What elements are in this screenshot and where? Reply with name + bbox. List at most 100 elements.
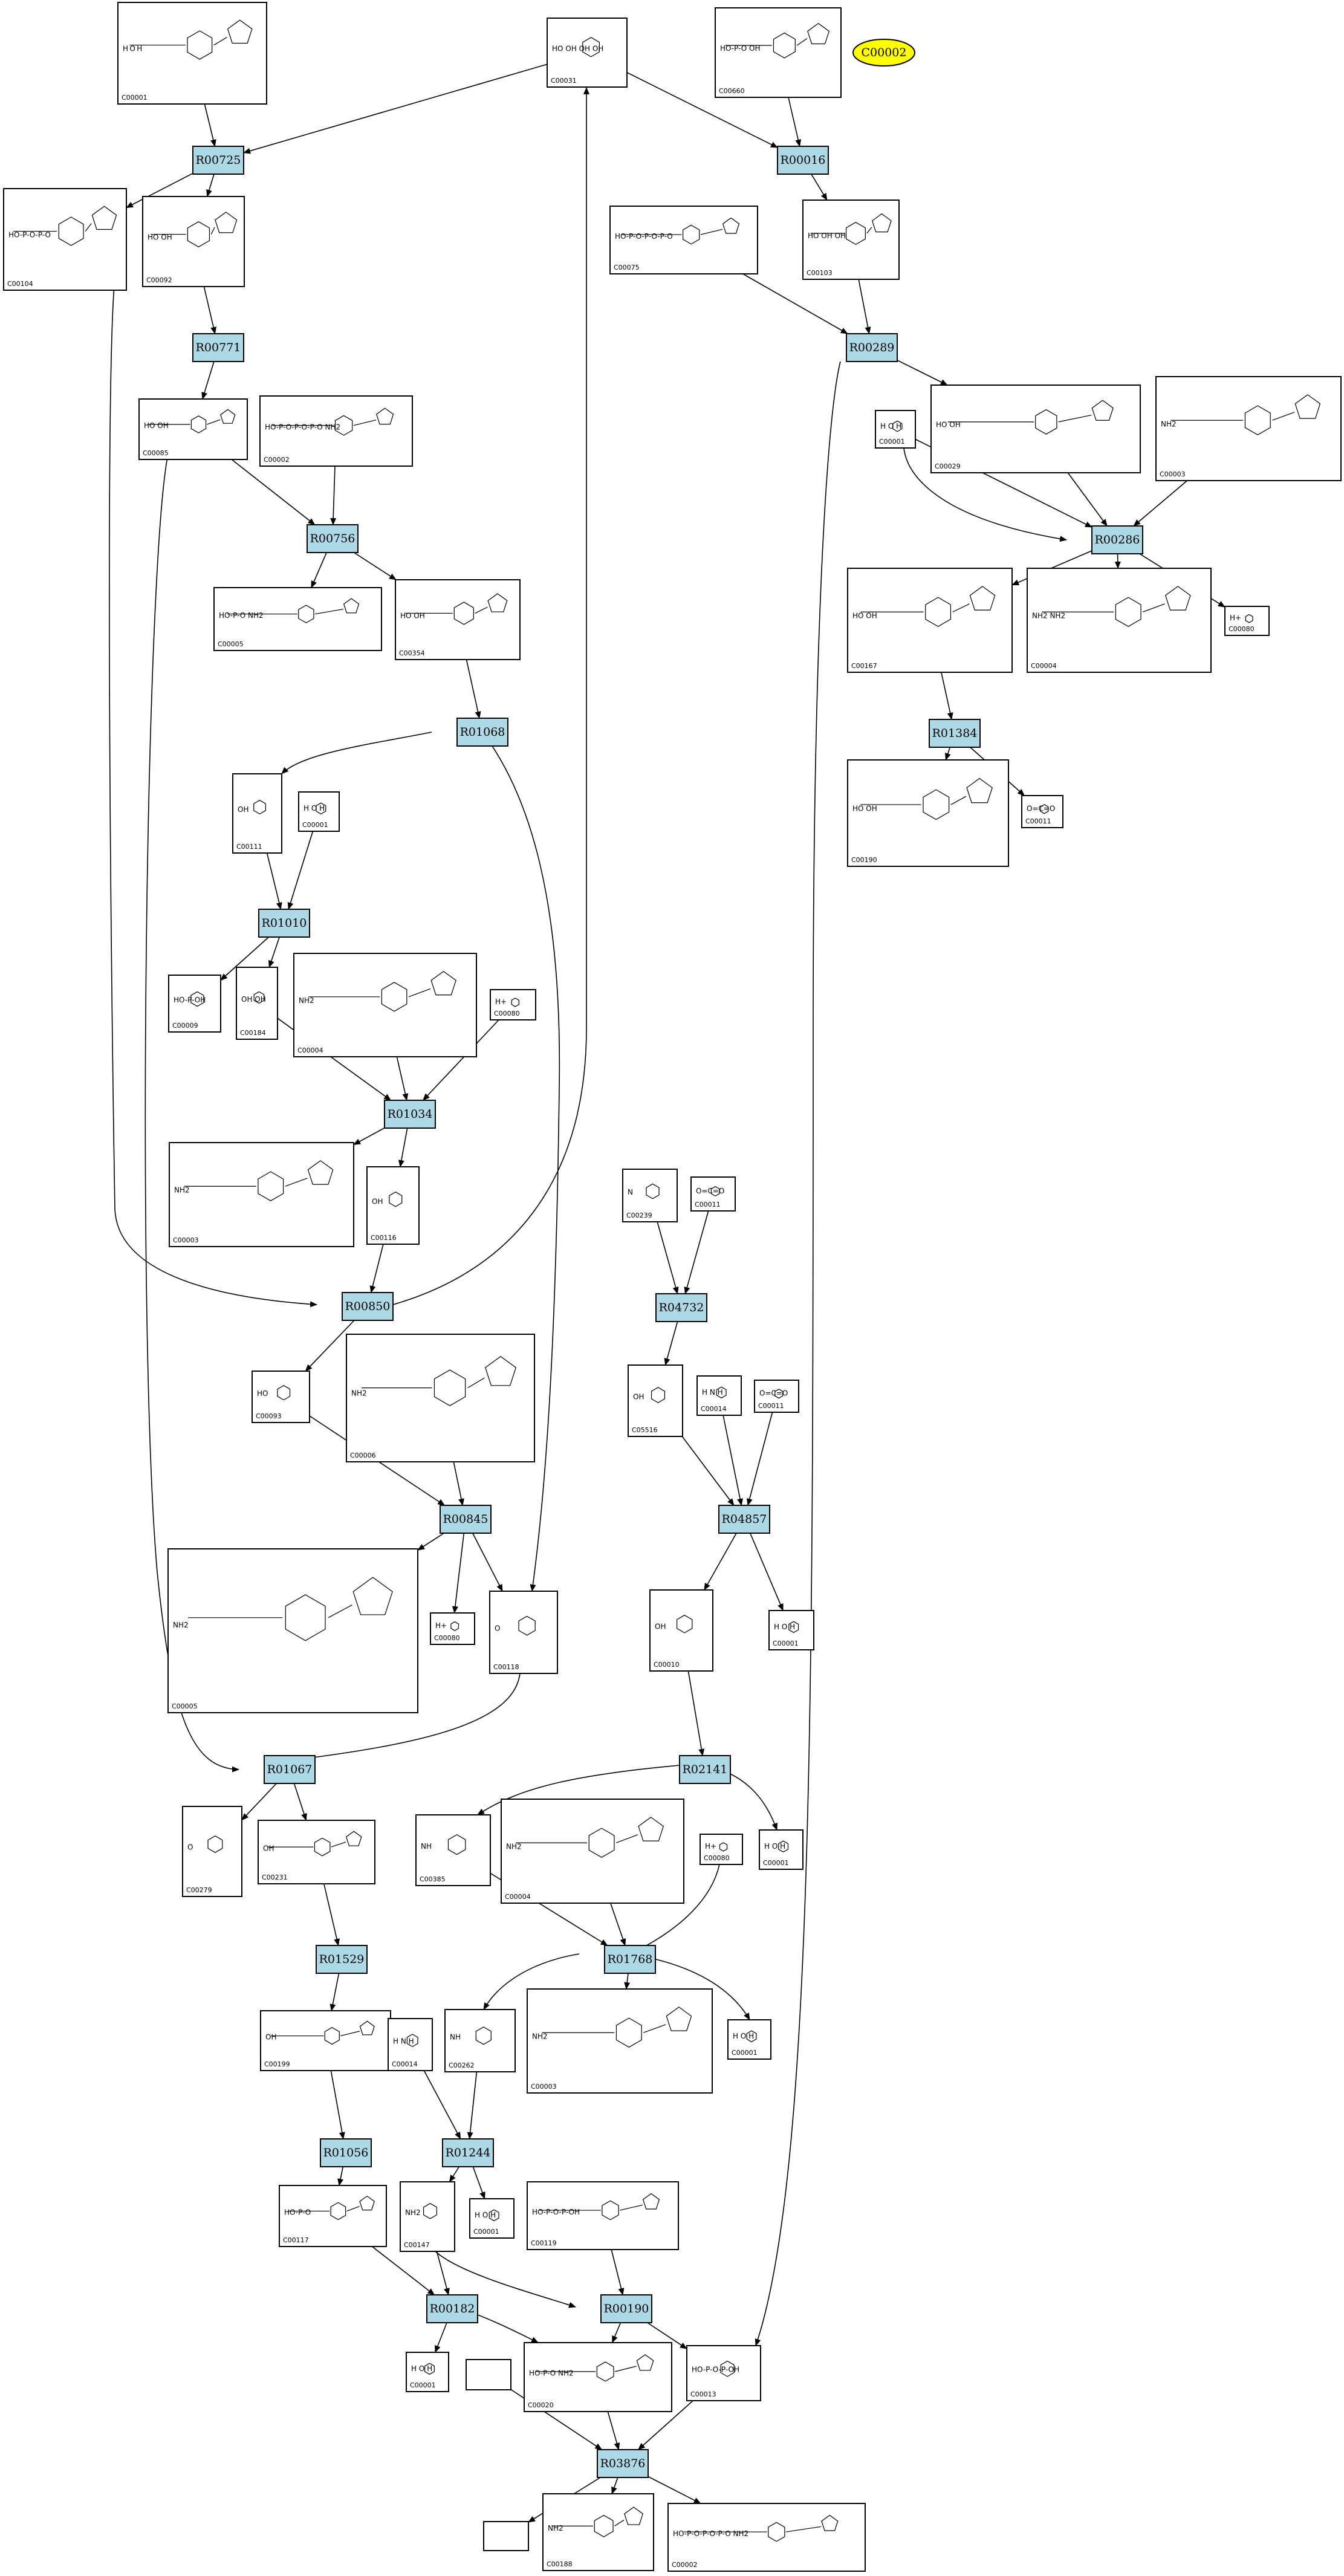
reaction-r00756[interactable]: R00756 — [307, 524, 359, 553]
reaction-r01384[interactable]: R01384 — [929, 719, 981, 748]
empty-compound-box[interactable] — [466, 2359, 511, 2390]
reaction-r00850[interactable]: R00850 — [342, 1292, 394, 1321]
edge-R00850-C00093 — [305, 1320, 355, 1372]
reaction-r01067[interactable]: R01067 — [264, 1755, 316, 1784]
reaction-r00190[interactable]: R00190 — [600, 2294, 652, 2323]
compound-id: C00001 — [473, 2228, 499, 2236]
compound-c00080-d[interactable]: H+C00080 — [700, 1834, 743, 1865]
empty-compound-box[interactable] — [483, 2521, 529, 2551]
compound-id: C00092 — [146, 276, 172, 284]
compound-id: C00020 — [528, 2401, 554, 2409]
reaction-r02141[interactable]: R02141 — [679, 1755, 731, 1784]
compound-c00092[interactable]: HO OH C00092 — [142, 196, 245, 287]
reaction-r04732[interactable]: R04732 — [655, 1293, 707, 1322]
edge-R00756-C00005_a — [311, 552, 327, 588]
chain-bond — [314, 608, 344, 615]
edge-C00111-R01010 — [266, 852, 282, 910]
reaction-r00725[interactable]: R00725 — [192, 146, 244, 175]
compound-c00080-a[interactable]: H+C00080 — [1224, 606, 1270, 636]
edge-C00147-R00190 — [435, 2251, 576, 2308]
edge-R00182-C00001_g — [435, 2322, 447, 2353]
reaction-r00016[interactable]: R00016 — [777, 146, 829, 175]
reaction-r03876[interactable]: R03876 — [597, 2449, 649, 2478]
reaction-r00771[interactable]: R00771 — [192, 333, 244, 362]
edge-R01010-C00009 — [220, 936, 269, 981]
reaction-r00289[interactable]: R00289 — [846, 333, 898, 362]
reaction-r01068[interactable]: R01068 — [456, 718, 508, 747]
reaction-r00845[interactable]: R00845 — [440, 1505, 492, 1534]
reaction-r00182[interactable]: R00182 — [426, 2294, 478, 2323]
compound-c00080-c[interactable]: H+C00080 — [430, 1612, 475, 1645]
reaction-label: R01768 — [608, 1953, 653, 1966]
reaction-r01056[interactable]: R01056 — [320, 2138, 372, 2167]
structure-label: HO OH — [148, 233, 172, 242]
reaction-r01244[interactable]: R01244 — [442, 2138, 494, 2167]
compound-c00080-b[interactable]: H+C00080 — [490, 989, 536, 1020]
compound-id: C00080 — [1229, 625, 1255, 633]
chain-bond — [614, 2519, 625, 2526]
reaction-r01529[interactable]: R01529 — [316, 1945, 368, 1974]
reaction-r04857[interactable]: R04857 — [718, 1505, 770, 1534]
highlighted-compound-node[interactable]: C00002 — [852, 39, 915, 67]
reaction-r01010[interactable]: R01010 — [258, 909, 310, 938]
reaction-r01034[interactable]: R01034 — [384, 1100, 436, 1129]
reaction-r00286[interactable]: R00286 — [1091, 525, 1143, 554]
reaction-r01768[interactable]: R01768 — [604, 1945, 656, 1974]
ring-bond — [352, 1577, 393, 1615]
